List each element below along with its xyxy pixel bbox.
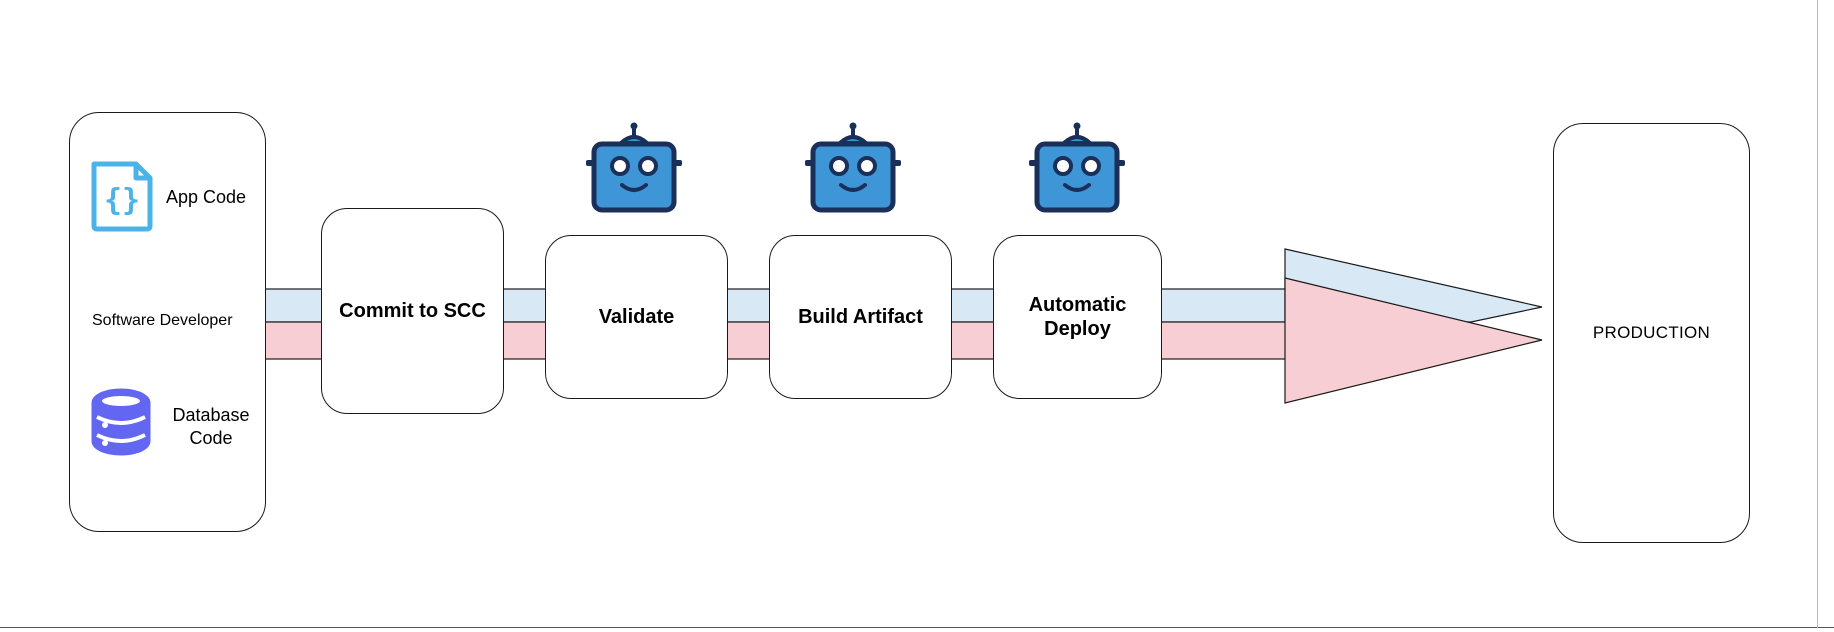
database-icon xyxy=(91,384,151,460)
svg-text:{}: {} xyxy=(104,183,140,218)
developer-role-label: Software Developer xyxy=(92,312,233,329)
code-file-icon: {} xyxy=(89,160,155,232)
robot-icon xyxy=(1029,122,1125,214)
frame-right-border xyxy=(1817,0,1818,628)
production-label: PRODUCTION xyxy=(1592,323,1711,342)
step-label: Validate xyxy=(598,306,675,328)
step-validate: Validate xyxy=(545,235,728,399)
step-label: Build Artifact xyxy=(798,306,923,328)
step-label: Commit to SCC xyxy=(339,300,486,322)
robot-icon xyxy=(805,122,901,214)
app-code-label: App Code xyxy=(166,187,247,207)
database-code-label: Database Code xyxy=(172,405,250,448)
frame-bottom-border xyxy=(0,627,1834,628)
step-automatic-deploy: Automatic Deploy xyxy=(993,235,1162,399)
database-stream-arrowhead xyxy=(1284,277,1543,404)
step-commit-to-scc: Commit to SCC xyxy=(321,208,504,414)
robot-icon xyxy=(586,122,682,214)
step-label: Automatic Deploy xyxy=(1028,294,1127,340)
production-environment: PRODUCTION xyxy=(1553,123,1750,543)
step-build-artifact: Build Artifact xyxy=(769,235,952,399)
